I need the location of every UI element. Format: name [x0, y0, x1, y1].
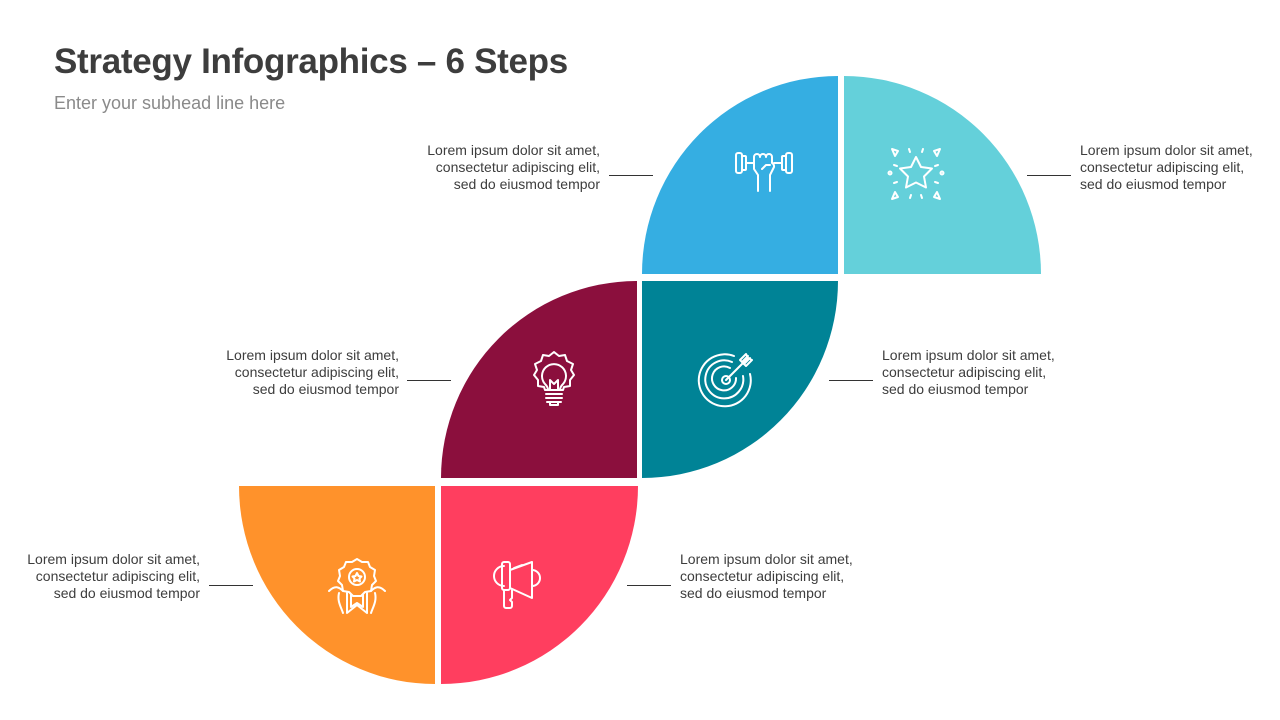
page-title: Strategy Infographics – 6 Steps — [54, 42, 568, 81]
step-1-description: Lorem ipsum dolor sit amet, consectetur … — [27, 551, 200, 601]
step-4-connector — [829, 380, 873, 381]
segment-step-4 — [642, 281, 838, 478]
segment-step-3 — [441, 281, 637, 478]
step-6-connector — [1027, 175, 1071, 176]
segment-step-2 — [441, 486, 638, 684]
page-subtitle: Enter your subhead line here — [54, 93, 286, 113]
star-sparkle-icon — [884, 143, 948, 207]
step-3-connector — [407, 380, 451, 381]
target-arrow-icon — [696, 348, 760, 412]
step-1-connector — [209, 585, 253, 586]
step-4-description: Lorem ipsum dolor sit amet, consectetur … — [882, 347, 1055, 397]
step-5-connector — [609, 175, 653, 176]
step-5-description: Lorem ipsum dolor sit amet, consectetur … — [427, 142, 600, 192]
lightbulb-icon — [522, 348, 586, 412]
segment-step-1 — [239, 486, 435, 684]
step-2-connector — [627, 585, 671, 586]
segment-step-5 — [642, 76, 838, 274]
dumbbell-fist-icon — [732, 143, 796, 207]
step-2-description: Lorem ipsum dolor sit amet, consectetur … — [680, 551, 853, 601]
step-3-description: Lorem ipsum dolor sit amet, consectetur … — [226, 347, 399, 397]
step-6-description: Lorem ipsum dolor sit amet, consectetur … — [1080, 142, 1253, 192]
medal-ribbon-icon — [325, 555, 389, 619]
megaphone-icon — [486, 550, 550, 614]
